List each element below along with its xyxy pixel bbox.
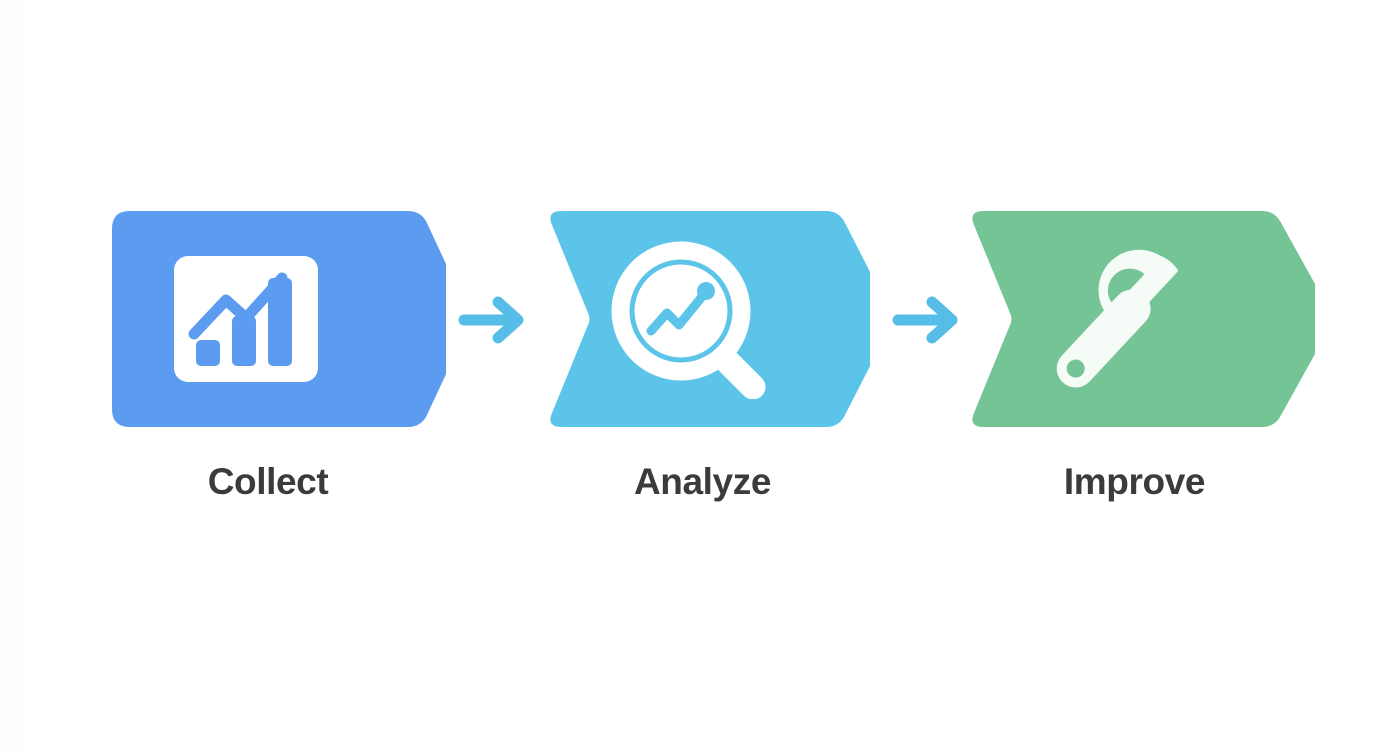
process-step-analyze[interactable] <box>540 207 870 431</box>
arrow-right-icon <box>458 296 524 344</box>
arrow-right-icon <box>892 296 958 344</box>
process-step-collect[interactable] <box>108 207 446 431</box>
step-label-collect: Collect <box>207 461 329 502</box>
chevron-shape-improve <box>972 211 1315 427</box>
step-label-improve: Improve <box>1063 461 1206 502</box>
chevron-shape-analyze <box>550 211 870 427</box>
process-step-improve[interactable] <box>962 207 1315 431</box>
step-label-analyze: Analyze <box>633 461 772 502</box>
chevron-shape-collect <box>112 211 446 427</box>
